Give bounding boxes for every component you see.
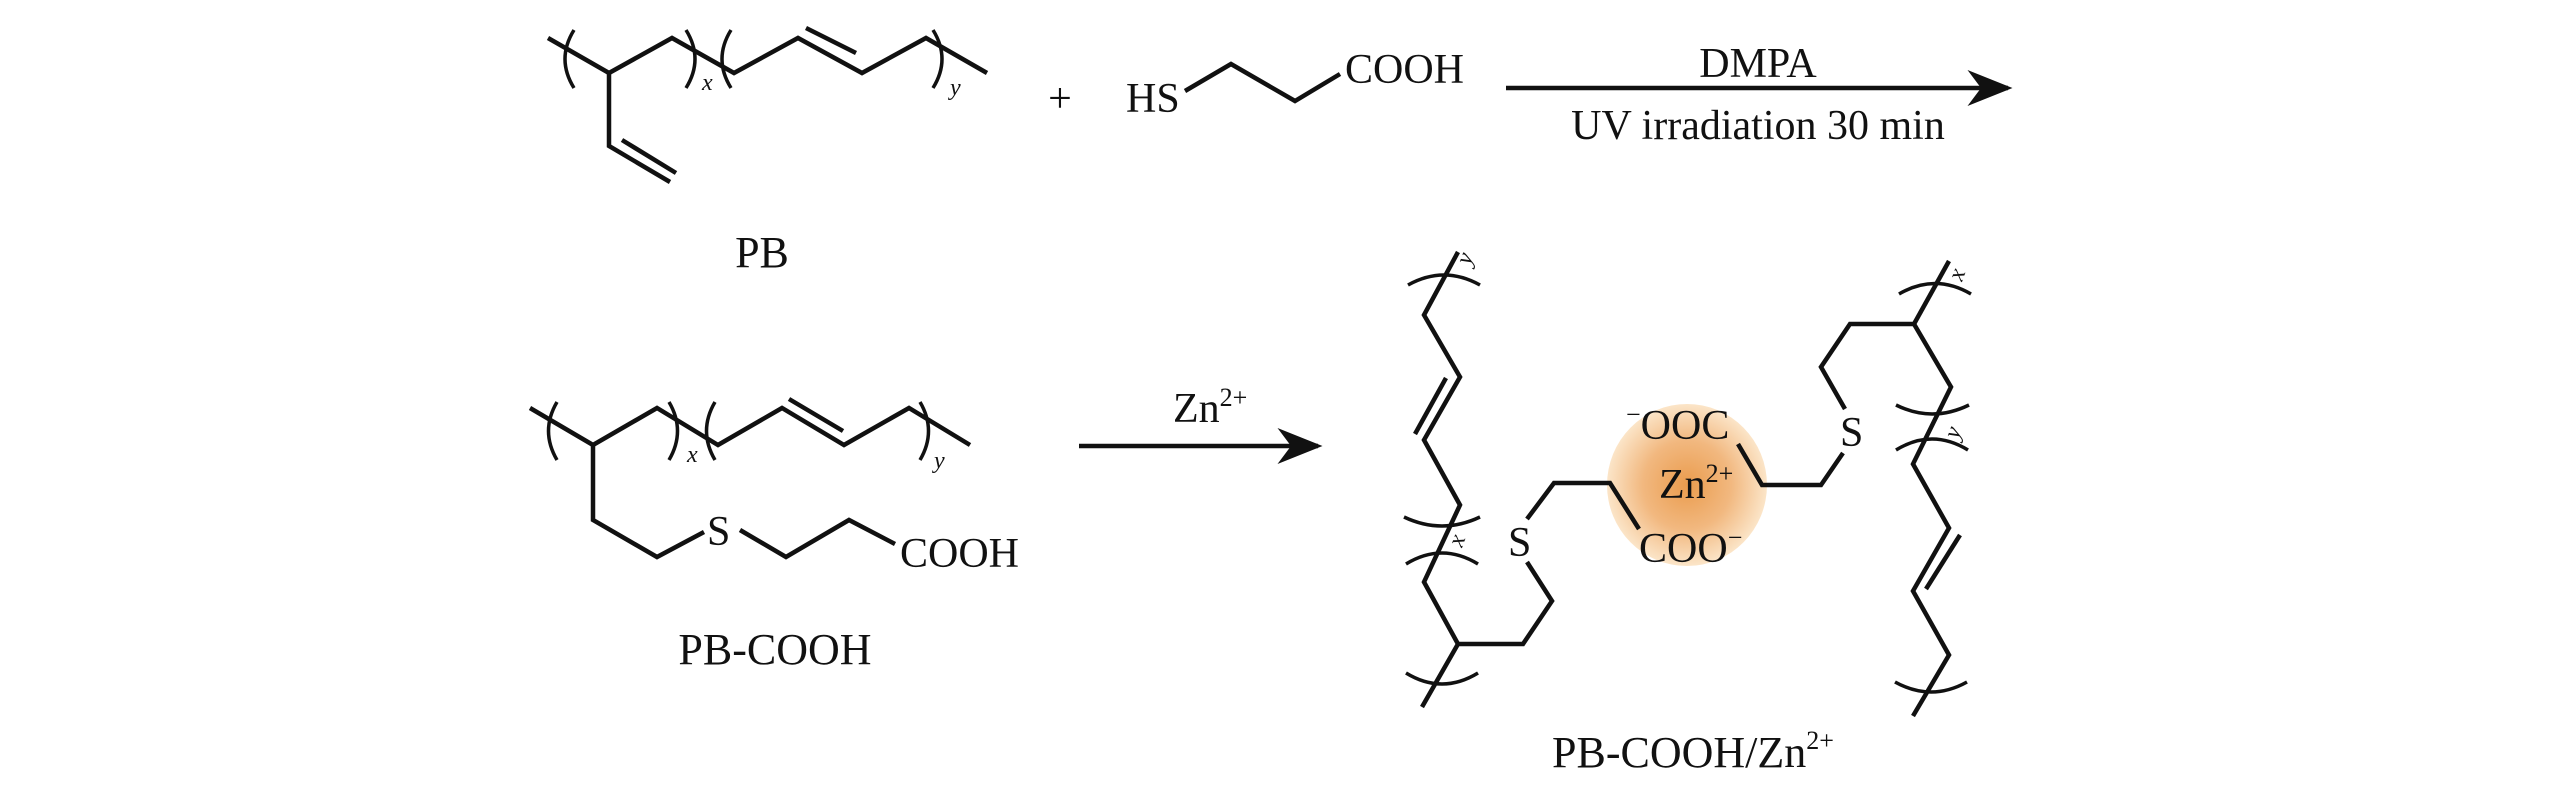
mercaptopropionic-acid: HS COOH: [1126, 47, 1464, 122]
left-backbone: [1420, 250, 1463, 709]
zinc-coordination-glow: [1607, 404, 1767, 566]
bracket-arc-icon: [1894, 680, 1968, 694]
negative-charge: −: [1728, 523, 1743, 552]
bracket-open-icon: [704, 401, 717, 461]
zinc-complex-structure: S y x −OOC Zn2+ COO− S x y: [1403, 249, 1972, 718]
zinc-symbol: Zn: [1173, 386, 1220, 432]
subscript-x: x: [1443, 531, 1472, 551]
carboxylate-top: −OOC: [1626, 400, 1729, 449]
thiol-group: HS: [1126, 76, 1180, 122]
bracket-close-icon: [684, 29, 697, 89]
right-side-chain: [1818, 321, 1914, 411]
arrow1-reagent-label: DMPA: [1699, 41, 1817, 87]
pb-cooh-structure: S COOH x y: [528, 397, 1019, 577]
right-acid-chain: [1736, 442, 1845, 488]
carboxyl-group: COOH: [1345, 47, 1464, 93]
subscript-x: x: [701, 70, 713, 96]
bracket-arc-icon: [1403, 515, 1481, 528]
bracket-open-icon: [563, 29, 576, 89]
plus-sign: +: [1048, 76, 1072, 122]
left-double-bond: [1413, 376, 1448, 436]
pb-cooh-zn-label-base: PB-COOH/Zn: [1552, 728, 1806, 777]
negative-charge: −: [1626, 400, 1641, 429]
pb-backbone-double-bond: [804, 25, 858, 56]
right-backbone: [1910, 322, 1954, 718]
pb-backbone: [546, 35, 989, 76]
bracket-open-icon: [546, 401, 559, 461]
right-sulfur-atom: S: [1840, 410, 1863, 456]
pb-structure: x y: [546, 25, 989, 184]
bracket-open-icon: [720, 29, 733, 89]
bracket-close-icon: [918, 401, 931, 461]
pb-cooh-acid-chain: [738, 517, 897, 560]
zinc-ion-charge: 2+: [1706, 459, 1734, 488]
bracket-arc-icon: [1405, 551, 1479, 566]
subscript-y: y: [1451, 249, 1480, 270]
zinc-ion: Zn2+: [1659, 459, 1733, 508]
bracket-arc-icon: [1895, 437, 1969, 452]
bracket-close-icon: [667, 401, 680, 461]
carboxyl-group: COOH: [900, 531, 1019, 577]
sulfur-atom: S: [707, 509, 730, 555]
reagent-chain: [1183, 61, 1342, 104]
subscript-y: y: [948, 75, 961, 101]
pb-cooh-zn-label: PB-COOH/Zn2+: [1552, 726, 1834, 777]
zinc-ion-symbol: Zn: [1659, 462, 1706, 508]
pb-cooh-label: PB-COOH: [678, 625, 871, 674]
carboxylate-top-text: OOC: [1641, 403, 1730, 449]
left-side-chain: [1458, 560, 1555, 647]
right-backbone-top: [1912, 259, 1951, 326]
pb-cooh-backbone: [528, 405, 972, 448]
left-acid-chain: [1525, 480, 1641, 531]
left-sulfur-atom: S: [1508, 520, 1531, 566]
pb-cooh-side-chain: [590, 445, 706, 560]
bracket-arc-icon: [1407, 273, 1481, 287]
pb-cooh-double-bond: [787, 397, 845, 433]
bracket-arc-icon: [1895, 403, 1970, 416]
bracket-close-icon: [931, 29, 944, 89]
bracket-arc-icon: [1405, 671, 1479, 686]
carboxylate-bottom: COO−: [1639, 523, 1742, 572]
zinc-charge: 2+: [1220, 383, 1248, 412]
right-double-bond: [1924, 533, 1962, 591]
arrow2-reagent-label: Zn2+: [1173, 383, 1247, 432]
carboxylate-bottom-text: COO: [1639, 526, 1728, 572]
arrow1-condition-label: UV irradiation 30 min: [1571, 103, 1945, 149]
pb-label: PB: [735, 228, 789, 277]
pb-vinyl-group: [606, 73, 672, 184]
subscript-x: x: [686, 442, 698, 468]
reaction-arrow-1: DMPA UV irradiation 30 min: [1506, 41, 2013, 149]
subscript-x: x: [1943, 265, 1972, 285]
pb-vinyl-double-bond: [620, 138, 678, 175]
subscript-y: y: [932, 448, 945, 474]
pb-cooh-zn-label-charge: 2+: [1806, 726, 1834, 755]
bracket-arc-icon: [1898, 281, 1972, 296]
reaction-arrow-2: Zn2+: [1079, 383, 1323, 464]
